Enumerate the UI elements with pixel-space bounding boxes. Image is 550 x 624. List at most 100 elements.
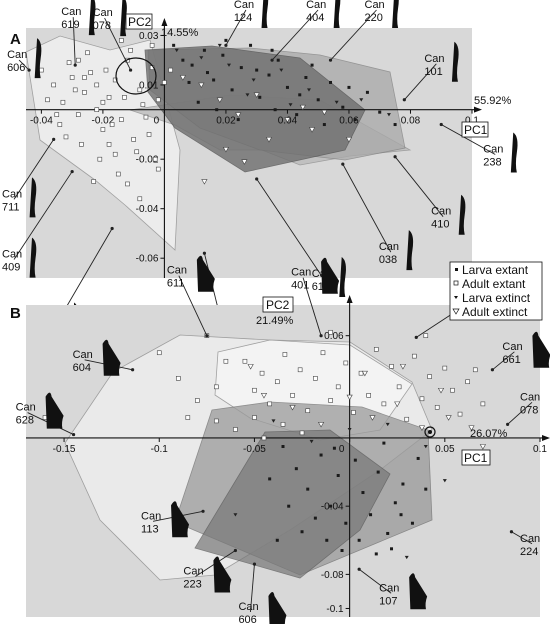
point-adult-extant bbox=[57, 122, 63, 127]
point-larva-extant bbox=[353, 118, 357, 122]
point-larva-extant bbox=[393, 123, 397, 127]
annotation-label: Can bbox=[73, 349, 93, 361]
point-adult-extinct bbox=[361, 370, 368, 377]
point-adult-extant bbox=[60, 99, 66, 105]
point-larva-extant bbox=[369, 513, 373, 517]
panel-b-letter: B bbox=[10, 305, 21, 322]
point-larva-extant bbox=[276, 58, 280, 62]
point-larva-extinct bbox=[251, 78, 256, 82]
point-adult-extant bbox=[320, 350, 326, 356]
annotation-label: Can bbox=[238, 601, 258, 613]
point-adult-extinct bbox=[222, 146, 230, 153]
leader-line bbox=[178, 275, 208, 336]
leader-arrowhead bbox=[131, 368, 135, 372]
point-adult-extant bbox=[343, 360, 349, 366]
annotation-label: Can bbox=[483, 144, 503, 156]
point-adult-extant bbox=[434, 404, 440, 410]
point-larva-extinct bbox=[404, 555, 409, 560]
point-larva-extant bbox=[300, 530, 304, 534]
point-larva-extant bbox=[310, 63, 314, 67]
point-larva-extant bbox=[205, 71, 209, 75]
annotation-number: 404 bbox=[306, 12, 324, 24]
x-tick-label: -0.04 bbox=[30, 116, 53, 127]
specimen-silhouette-icon bbox=[120, 0, 127, 37]
leader-arrowhead bbox=[110, 226, 114, 231]
annotation-number: 238 bbox=[483, 157, 501, 169]
point-larva-extant bbox=[275, 538, 279, 542]
point-larva-extant bbox=[239, 66, 243, 70]
legend-marker-adult-extant bbox=[453, 280, 459, 286]
x-tick-label: 0.1 bbox=[465, 116, 479, 127]
legend-marker-larva-extant bbox=[455, 268, 458, 271]
point-adult-extant bbox=[168, 67, 173, 73]
point-larva-extant bbox=[374, 552, 378, 556]
point-adult-extinct bbox=[235, 112, 242, 118]
point-adult-extant bbox=[472, 367, 478, 373]
point-larva-extinct bbox=[359, 98, 364, 102]
annotation-number: 101 bbox=[424, 66, 442, 78]
panel-b-pc2-percent: 21.49% bbox=[256, 315, 294, 327]
point-adult-extant bbox=[412, 353, 417, 359]
annotation-label: Can bbox=[431, 206, 451, 218]
point-adult-extant bbox=[85, 50, 90, 56]
point-larva-extant bbox=[202, 48, 206, 52]
annotation-label: Can bbox=[520, 533, 540, 545]
point-larva-extinct bbox=[271, 419, 276, 423]
point-larva-extant bbox=[172, 43, 176, 47]
point-adult-extant bbox=[109, 122, 115, 127]
point-adult-extinct bbox=[201, 179, 208, 185]
point-larva-extant bbox=[399, 513, 403, 517]
legend-label-larva-extinct: Larva extinct bbox=[462, 291, 531, 305]
specimen-silhouette-icon bbox=[196, 255, 215, 292]
x-tick-label-zero: 0 bbox=[154, 116, 160, 127]
point-larva-extant bbox=[329, 80, 333, 84]
point-larva-extant bbox=[340, 549, 344, 553]
panel-b-annotations: Can611Can401Can698Can661Can604Can628Can0… bbox=[16, 255, 550, 624]
x-tick-label: 0.05 bbox=[435, 444, 455, 455]
annotation-label: Can bbox=[502, 341, 522, 353]
point-larva-extant bbox=[304, 76, 308, 80]
annotation-label: Can bbox=[2, 249, 22, 261]
x-tick-label: 0.02 bbox=[216, 116, 236, 127]
point-adult-extant bbox=[457, 411, 463, 417]
leader-arrowhead bbox=[270, 58, 274, 62]
x-tick-label: -0.02 bbox=[91, 116, 114, 127]
leader-line bbox=[225, 9, 247, 46]
panel-a-pc1-box bbox=[461, 121, 489, 138]
panel-b-highlight-dot bbox=[428, 430, 432, 434]
point-larva-extant bbox=[190, 63, 194, 67]
point-larva-extant bbox=[270, 48, 274, 52]
annotation-number: 661 bbox=[502, 354, 520, 366]
point-larva-extant bbox=[268, 477, 272, 481]
point-adult-extant bbox=[427, 374, 432, 379]
panel-b-xlabel: PC1 bbox=[464, 451, 488, 465]
annotation-label: Can bbox=[183, 566, 203, 578]
x-tick-label-zero: 0 bbox=[339, 444, 345, 455]
annotation-number: 078 bbox=[520, 404, 538, 416]
point-adult-extinct bbox=[308, 127, 316, 133]
point-adult-extant bbox=[155, 166, 161, 172]
hull-larva-extant-a bbox=[144, 45, 366, 173]
point-adult-extant bbox=[214, 384, 219, 390]
point-larva-extinct bbox=[442, 479, 447, 483]
point-adult-extant bbox=[242, 358, 248, 364]
leader-line bbox=[358, 568, 392, 594]
series-larva-extinct bbox=[174, 43, 391, 117]
annotation-label: Can bbox=[61, 6, 81, 18]
point-larva-extinct bbox=[309, 439, 314, 444]
point-adult-extant bbox=[39, 67, 44, 73]
legend-label-larva-extant: Larva extant bbox=[462, 263, 529, 277]
leader-arrowhead bbox=[224, 43, 228, 47]
specimen-silhouette-icon bbox=[321, 257, 340, 294]
specimen-silhouette-icon bbox=[261, 0, 269, 28]
x-tick-label: 0.1 bbox=[533, 444, 547, 455]
annotation-number: 038 bbox=[379, 254, 397, 266]
point-larva-extant bbox=[313, 516, 317, 520]
point-larva-extant bbox=[424, 487, 428, 491]
